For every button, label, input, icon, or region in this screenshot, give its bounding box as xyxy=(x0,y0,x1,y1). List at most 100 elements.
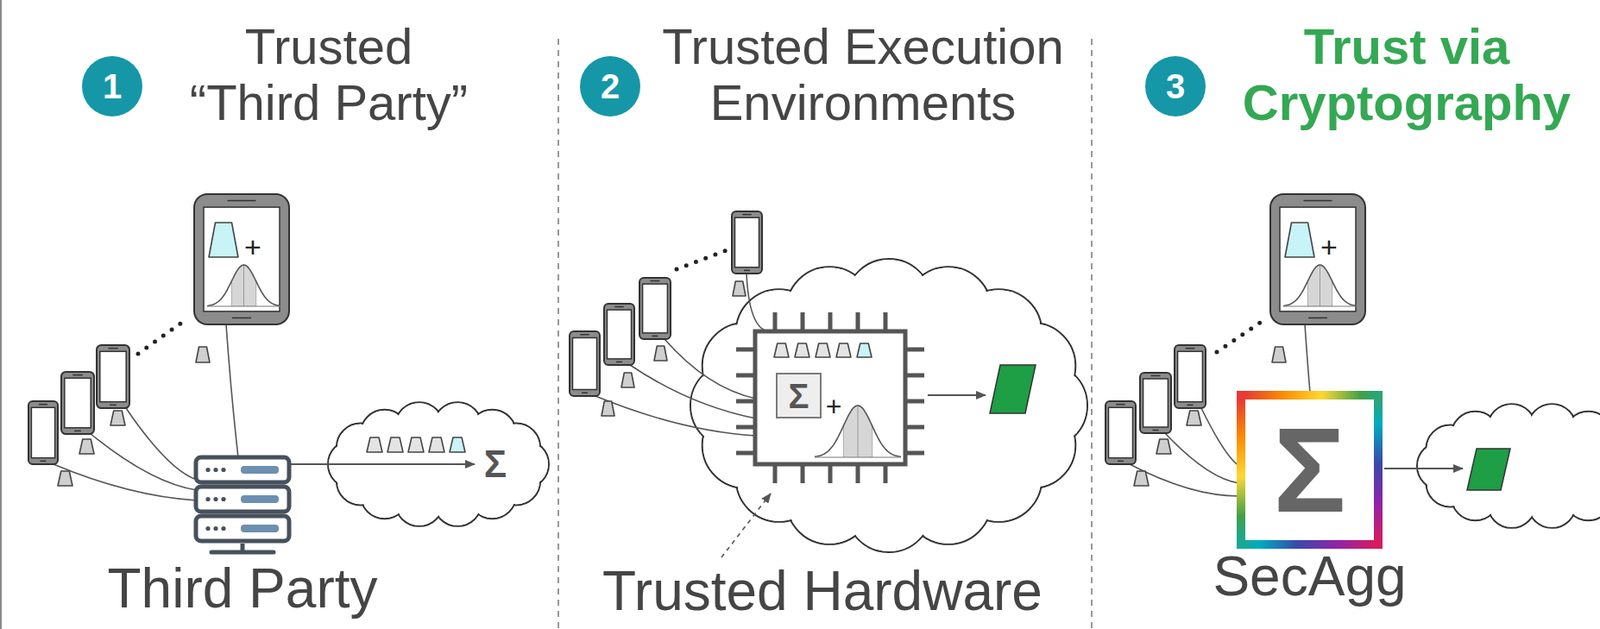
phone-speaker xyxy=(1185,347,1196,350)
server-led xyxy=(213,467,218,473)
phone-body xyxy=(1105,401,1136,465)
phone-body xyxy=(96,345,130,409)
phone-icon xyxy=(1105,401,1136,465)
phone-body xyxy=(1140,372,1172,434)
chip-pin xyxy=(905,347,925,353)
model-update-icon xyxy=(110,410,126,426)
phone-button xyxy=(743,270,750,272)
callout-number: 1 xyxy=(102,69,122,104)
model-update-icon xyxy=(1133,471,1149,486)
bell-baseline xyxy=(207,306,281,308)
phone-screen xyxy=(64,377,91,429)
phone-speaker xyxy=(1303,200,1333,202)
phone-speaker xyxy=(227,200,257,202)
chip-pin xyxy=(856,464,861,484)
frame-line xyxy=(0,0,2,629)
more-devices-dots xyxy=(676,250,727,270)
server-led xyxy=(220,526,226,531)
bell-axis xyxy=(231,281,233,307)
server-stand xyxy=(240,543,246,551)
chip-pin xyxy=(828,464,833,484)
model-update-icon xyxy=(654,346,668,361)
model-update-icon xyxy=(601,401,615,416)
phone-screen xyxy=(1143,378,1169,428)
model-update-icon xyxy=(794,343,810,358)
phone-body xyxy=(194,194,290,325)
phone-screen xyxy=(1108,407,1134,458)
phone-screen xyxy=(31,407,55,458)
bell-baseline xyxy=(1283,306,1357,308)
phone-body xyxy=(28,401,58,465)
phone-icon xyxy=(61,371,95,435)
output-arrow xyxy=(927,394,986,397)
phone-icon xyxy=(1140,372,1172,434)
phone-body xyxy=(569,331,600,397)
bell-axis xyxy=(255,281,257,307)
bell-curve xyxy=(1283,264,1357,307)
model-update-icon xyxy=(856,343,872,358)
model-update-icon xyxy=(387,437,404,453)
chip-pin xyxy=(736,347,756,353)
bell-axis xyxy=(1307,281,1309,307)
chip-pin xyxy=(736,425,756,430)
chip-body xyxy=(755,331,906,465)
phone-button xyxy=(74,430,82,433)
phone-icon xyxy=(194,194,290,325)
chip-pin xyxy=(736,399,756,404)
sum-symbol: Σ xyxy=(787,378,809,414)
phone-body xyxy=(604,303,635,366)
chip-pin xyxy=(800,312,806,332)
panel-title: Trust via Cryptography xyxy=(1221,18,1593,132)
model-update-icon xyxy=(449,437,466,453)
model-update-icon xyxy=(57,471,73,486)
phone-button xyxy=(616,361,623,364)
bell-axis xyxy=(1319,265,1321,307)
upload-line xyxy=(53,464,197,501)
server-unit xyxy=(195,486,290,512)
model-update-icon xyxy=(408,437,424,453)
model-update-icon xyxy=(208,222,239,258)
phone-body xyxy=(1174,345,1206,409)
phone-body xyxy=(731,211,763,274)
trusted-chip xyxy=(736,312,925,484)
phone-icon xyxy=(96,345,130,409)
upload-line xyxy=(89,433,197,491)
cloud-fill xyxy=(1441,427,1600,505)
phone-icon xyxy=(639,277,671,340)
phone-body xyxy=(1270,194,1366,325)
callout-number: 3 xyxy=(1165,69,1185,104)
phone-icon xyxy=(28,401,58,465)
chip-pin xyxy=(883,464,889,484)
server-led xyxy=(213,526,218,531)
aggregate-result xyxy=(989,365,1036,414)
server-led xyxy=(205,526,210,531)
aggregate-sum: Σ xyxy=(477,442,514,486)
model-update-icon xyxy=(79,439,95,454)
sum-symbol: Σ xyxy=(484,445,507,484)
bell-shade xyxy=(843,405,872,458)
model-update-icon xyxy=(774,343,789,358)
phone-button xyxy=(232,317,252,320)
server-slot xyxy=(240,466,279,474)
chip-pin xyxy=(773,312,778,332)
bell-shade xyxy=(231,264,256,307)
phone-speaker xyxy=(107,347,118,350)
third-party-server: Third Party xyxy=(195,457,290,556)
model-update-icon xyxy=(366,437,383,453)
upload-line xyxy=(746,273,769,332)
upload-line xyxy=(226,324,239,458)
server-led xyxy=(213,497,218,502)
more-devices-dots xyxy=(1216,321,1263,353)
sum-symbol: Σ xyxy=(1272,409,1346,531)
phone-button xyxy=(109,404,117,407)
step-badge: 1 xyxy=(81,56,143,117)
chip-pin xyxy=(736,373,756,378)
server-led xyxy=(205,497,210,502)
upload-line xyxy=(1201,408,1240,467)
phone-speaker xyxy=(38,403,48,406)
server-icon xyxy=(195,457,290,553)
bell-axis xyxy=(1331,281,1333,307)
panel-title: Trusted “Third Party” xyxy=(104,18,554,132)
phone-icon xyxy=(604,303,635,366)
model-update-icon xyxy=(836,343,851,358)
